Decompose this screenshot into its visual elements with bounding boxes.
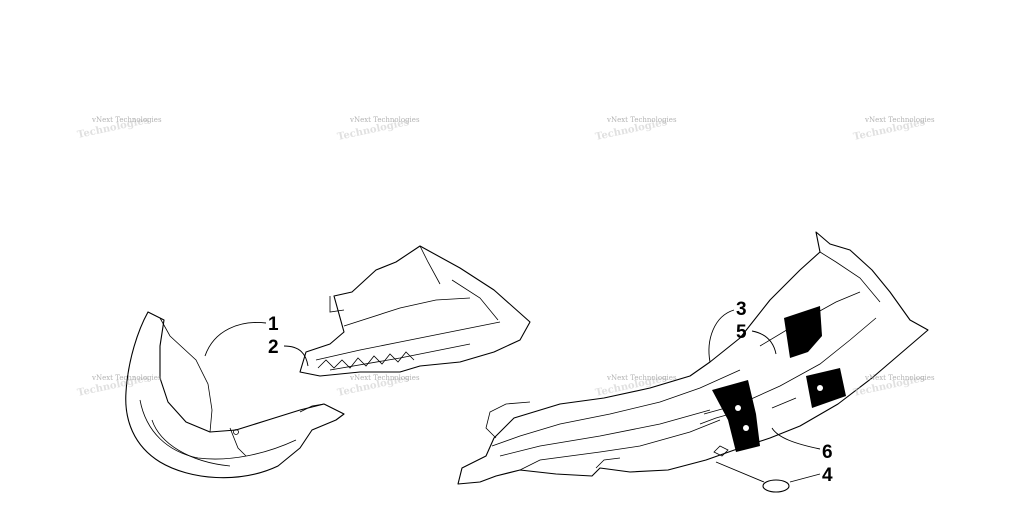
watermark-text: vNext Technologies	[91, 116, 162, 124]
callout-1: 1	[268, 314, 279, 335]
watermark-top-1: Technologies vNext Technologies	[76, 115, 162, 141]
watermark-text: vNext Technologies	[606, 374, 677, 382]
part-belly-pan	[299, 245, 531, 377]
watermark-text: vNext Technologies	[349, 374, 420, 382]
watermark-top-3: Technologies vNext Technologies	[594, 116, 677, 143]
watermark-low-2: Technologies vNext Technologies	[336, 373, 420, 399]
watermark-text: vNext Technologies	[91, 374, 162, 382]
leader-4	[715, 461, 821, 483]
watermark-text: vNext Technologies	[864, 116, 935, 124]
part-front-shroud	[125, 311, 345, 479]
callout-2: 2	[268, 337, 279, 358]
callout-6: 6	[822, 442, 833, 463]
leader-6	[771, 427, 821, 450]
leader-1	[204, 322, 267, 357]
callout-4: 4	[822, 465, 833, 486]
watermark-text: vNext Technologies	[864, 374, 935, 382]
watermark-low-4: Technologies vNext Technologies	[852, 373, 935, 399]
callout-5: 5	[736, 322, 747, 343]
part-side-panel	[457, 231, 929, 493]
watermark-top-2: Technologies vNext Technologies	[336, 116, 420, 143]
callout-3: 3	[736, 299, 747, 320]
watermark-text: vNext Technologies	[606, 116, 677, 124]
watermark-text: vNext Technologies	[349, 116, 420, 124]
watermark-top-4: Technologies vNext Technologies	[852, 116, 935, 143]
leader-5	[751, 330, 777, 355]
leader-2	[283, 345, 309, 367]
part-plug	[762, 479, 790, 493]
leader-3	[708, 309, 735, 363]
